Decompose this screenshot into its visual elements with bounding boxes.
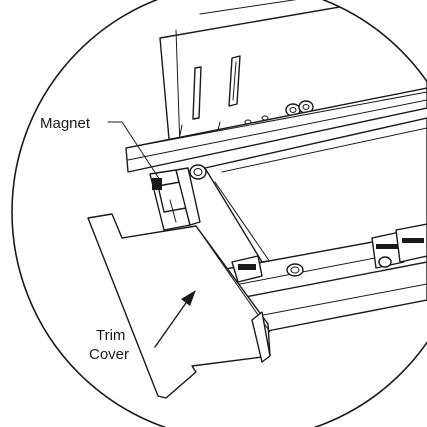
- detail-circle: [11, 0, 427, 427]
- magnet-block: [149, 167, 201, 231]
- magnet-leader-line: [107, 121, 161, 181]
- lower-frame: [219, 223, 427, 333]
- top-rail: [125, 87, 427, 173]
- cover-label: Cover: [89, 346, 129, 363]
- trim-cover-arrow: [154, 290, 196, 348]
- trim-cover: [87, 213, 271, 399]
- rear-panel: [159, 0, 427, 151]
- magnet-label: Magnet: [40, 115, 91, 132]
- detail-drawing: [87, 0, 427, 399]
- trim-label: Trim: [96, 327, 125, 344]
